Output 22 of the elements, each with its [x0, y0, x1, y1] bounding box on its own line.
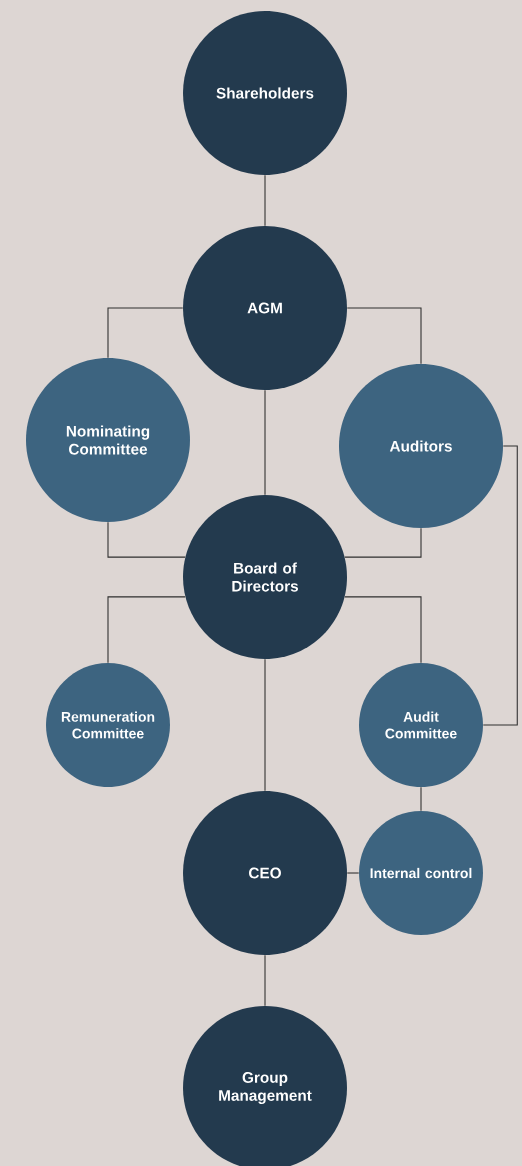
connector-line: [344, 527, 422, 558]
circle-node: Audit Committee: [359, 663, 483, 787]
connector-line: [107, 307, 184, 359]
connector-line: [107, 596, 186, 664]
connector-line: [346, 307, 422, 365]
circle-node: Board of Directors: [183, 495, 347, 659]
circle-node: Remuneration Committee: [46, 663, 170, 787]
circle-node: Auditors: [339, 364, 503, 528]
connector-line: [264, 389, 266, 496]
circle-node: Shareholders: [183, 11, 347, 175]
connector-line: [264, 658, 266, 792]
connector-line: [264, 174, 266, 227]
connector-line: [346, 872, 360, 874]
circle-node: CEO: [183, 791, 347, 955]
connector-line: [264, 954, 266, 1007]
circle-node: AGM: [183, 226, 347, 390]
connector-line: [482, 445, 518, 726]
circle-node: Internal control: [359, 811, 483, 935]
connector-line: [420, 786, 422, 812]
circle-node: Nominating Committee: [26, 358, 190, 522]
connector-line: [107, 521, 186, 558]
connector-line: [344, 596, 422, 664]
